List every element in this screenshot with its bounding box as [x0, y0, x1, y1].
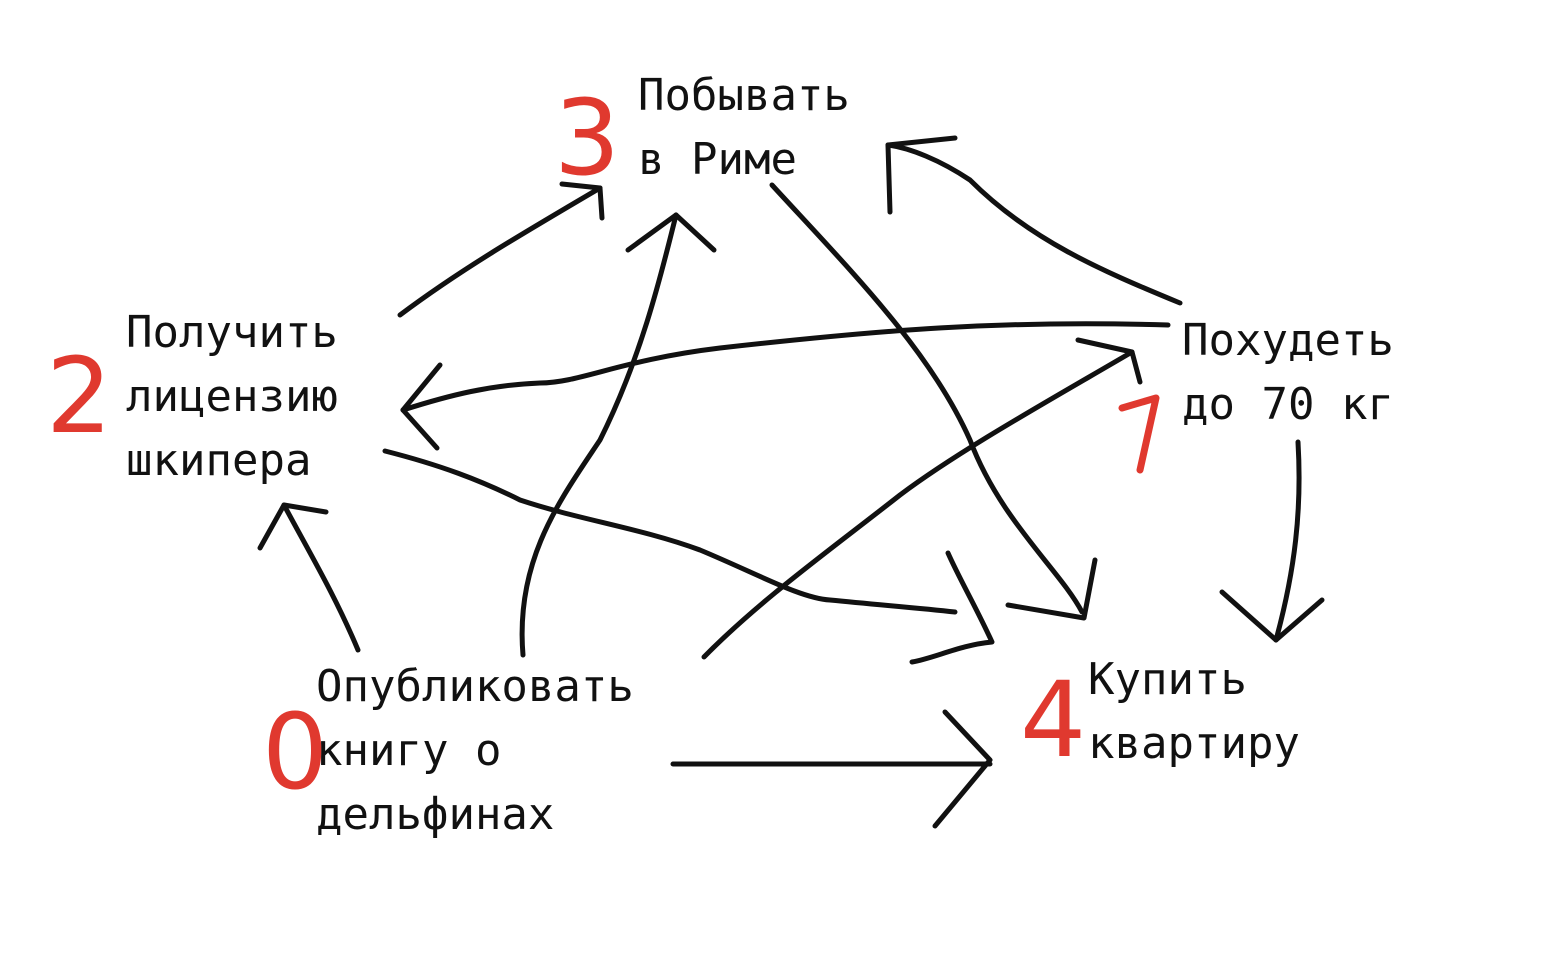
node-weight-line2: до 70 кг	[1182, 379, 1394, 430]
node-book: Опубликовать книгу о дельфинах	[316, 655, 634, 847]
node-flat-line2: квартиру	[1088, 718, 1300, 769]
edge-book-to-weight	[701, 349, 1135, 660]
arrowhead-flat-from-skipper	[909, 550, 995, 665]
edge-weight-to-rome	[885, 142, 1183, 306]
node-skipper-line2: лицензию	[126, 371, 338, 422]
rank-weight-stroke	[1118, 394, 1160, 474]
arrowhead-flat-from-book	[932, 709, 993, 829]
node-rome-line2: в Риме	[638, 134, 797, 185]
node-weight-line1: Похудеть	[1182, 315, 1394, 366]
edge-skipper-to-flat	[382, 448, 958, 615]
arrowhead-skipper-from-book	[257, 502, 329, 551]
node-rome-line1: Побывать	[638, 70, 850, 121]
node-weight: Похудеть до 70 кг	[1182, 309, 1394, 437]
node-flat-line1: Купить	[1088, 654, 1247, 705]
rank-rome: 3	[554, 77, 621, 199]
edge-skipper-to-rome	[397, 185, 603, 318]
node-book-line3: дельфинах	[316, 789, 555, 840]
node-skipper-line3: шкипера	[126, 435, 312, 486]
edge-rome-to-flat	[769, 182, 1085, 615]
rank-skipper: 2	[46, 335, 113, 457]
arrowhead-skipper-from-weight	[400, 362, 443, 451]
node-book-line1: Опубликовать	[316, 661, 634, 712]
edge-weight-to-flat	[1273, 439, 1302, 643]
arrowhead-rome-from-skipper	[559, 181, 605, 221]
node-rome: Побывать в Риме	[638, 64, 850, 192]
arrowhead-rome-from-book	[625, 212, 717, 253]
node-book-line2: книгу о	[316, 725, 502, 776]
node-flat: Купить квартиру	[1088, 648, 1300, 776]
arrowhead-rome-from-weight	[885, 135, 958, 215]
arrowhead-weight-from-book	[1075, 337, 1143, 385]
arrowhead-flat-from-weight	[1219, 589, 1325, 643]
node-skipper-line1: Получить	[126, 307, 338, 358]
arrowhead-flat-from-rome	[1005, 557, 1098, 621]
edge-book-to-skipper	[281, 502, 361, 653]
rank-flat: 4	[1020, 659, 1087, 781]
edge-book-to-rome	[519, 212, 679, 658]
node-skipper: Получить лицензию шкипера	[126, 301, 338, 493]
edge-weight-to-skipper	[400, 321, 1171, 413]
rank-book: 0	[262, 691, 329, 813]
